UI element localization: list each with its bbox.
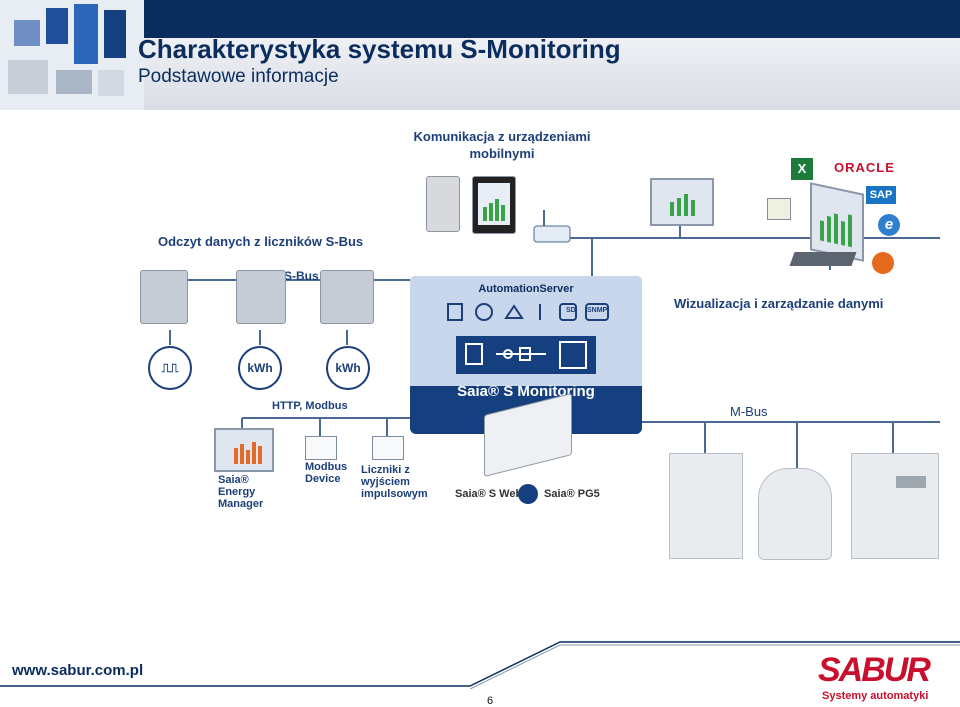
kwh-meter-icon-2: kWh bbox=[326, 346, 370, 390]
footer-url-link[interactable]: www.sabur.com.pl bbox=[12, 662, 144, 679]
sbus-meter-3-image bbox=[320, 270, 374, 324]
snmp-label: SNMP bbox=[587, 307, 608, 314]
saia-sweb-label: Saia® S Web bbox=[455, 488, 523, 500]
mbus-label: M-Bus bbox=[730, 404, 768, 419]
firefox-icon bbox=[872, 252, 894, 274]
footer-divider-lines bbox=[0, 641, 960, 690]
http-modbus-label: HTTP, Modbus bbox=[272, 400, 348, 412]
header-thumbnail-image bbox=[0, 0, 144, 110]
sap-logo: SAP bbox=[866, 186, 896, 204]
header-top-band bbox=[0, 0, 960, 38]
oracle-logo: ORACLE bbox=[834, 160, 895, 175]
mbus-meter-1-image bbox=[669, 453, 743, 559]
sbus-read-label: Odczyt danych z liczników S-Bus bbox=[158, 234, 364, 249]
workstation-monitor-image bbox=[810, 182, 864, 262]
page-number: 6 bbox=[487, 695, 494, 707]
server-feature-icons bbox=[444, 300, 612, 326]
automation-server-label: AutomationServer bbox=[478, 283, 574, 295]
header-band bbox=[0, 38, 960, 110]
visualization-label: Wizualizacja i zarządzanie danymi bbox=[674, 296, 884, 311]
modbus-device-label: Modbus Device bbox=[305, 461, 348, 485]
sbus-meter-1-image bbox=[140, 270, 188, 324]
sabur-logo: SABUR bbox=[818, 651, 931, 689]
phone-image bbox=[426, 176, 460, 232]
internet-explorer-icon: e bbox=[878, 214, 900, 236]
saia-pg5-label: Saia® PG5 bbox=[544, 488, 600, 500]
keyboard-image bbox=[789, 252, 857, 266]
kwh-meter-icon-1: kWh bbox=[238, 346, 282, 390]
pulse-counters-label: Liczniki z wyjściem impulsowym bbox=[361, 464, 428, 500]
mbus-meter-2-image bbox=[758, 468, 832, 560]
energy-manager-label: Saia® Energy Manager bbox=[218, 474, 264, 510]
sbus-label: S-Bus bbox=[284, 269, 319, 283]
pulse-counter-icon: ⎍⎍ bbox=[148, 346, 192, 390]
excel-icon: X bbox=[791, 158, 813, 180]
mobile-communication-label: Komunikacja z urządzeniami mobilnymi bbox=[413, 129, 591, 161]
sabur-logo-tagline: Systemy automatyki bbox=[822, 690, 929, 702]
sd-card-label: SD bbox=[566, 307, 576, 314]
page-title: Charakterystyka systemu S-Monitoring bbox=[138, 34, 621, 64]
browser-monitor-image bbox=[650, 178, 714, 226]
page-subtitle: Podstawowe informacje bbox=[138, 66, 339, 87]
server-logic-panel bbox=[456, 336, 596, 374]
mbus-meter-3-image bbox=[851, 453, 939, 559]
report-icon bbox=[767, 198, 791, 220]
pg5-logo-icon bbox=[518, 484, 538, 504]
pulse-counter-box bbox=[372, 436, 404, 460]
modbus-device-box bbox=[305, 436, 337, 460]
energy-manager-screen-image bbox=[214, 428, 274, 472]
sbus-meter-2-image bbox=[236, 270, 286, 324]
wifi-router-icon bbox=[530, 206, 574, 243]
saia-monitoring-label: Saia® S Monitoring bbox=[457, 383, 595, 400]
tablet-image bbox=[472, 176, 516, 234]
